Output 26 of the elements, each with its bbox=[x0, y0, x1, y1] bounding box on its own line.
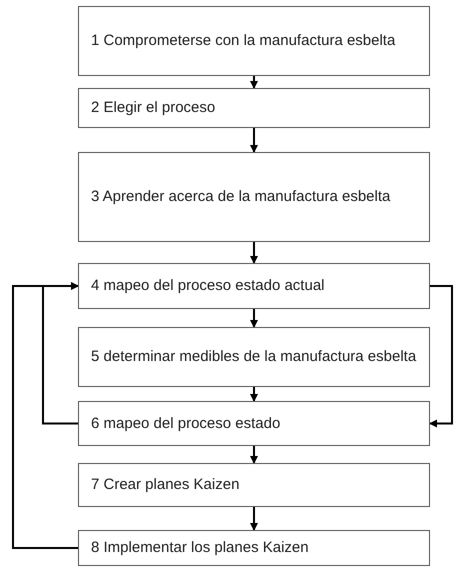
arrow bbox=[42, 282, 79, 424]
step-text: 1 Comprometerse con la manufactura esbelta bbox=[91, 31, 396, 51]
process-box bbox=[78, 6, 430, 76]
process-box bbox=[78, 463, 430, 507]
arrow bbox=[250, 507, 258, 531]
arrow bbox=[250, 76, 258, 89]
step-text: 3 Aprender acerca de la manufactura esbelta bbox=[91, 187, 392, 207]
arrow bbox=[250, 309, 258, 328]
process-box bbox=[78, 401, 430, 446]
arrow bbox=[250, 446, 258, 464]
process-box bbox=[78, 530, 430, 566]
step-text: 8 Implementar los planes Kaizen bbox=[91, 538, 310, 558]
process-box bbox=[78, 88, 430, 128]
arrow bbox=[429, 285, 453, 428]
step-text: 7 Crear planes Kaizen bbox=[91, 475, 240, 495]
process-box bbox=[78, 327, 430, 387]
process-box bbox=[78, 263, 430, 309]
arrow bbox=[250, 128, 258, 153]
arrow bbox=[250, 242, 258, 264]
process-box bbox=[78, 152, 430, 242]
step-text: 6 mapeo del proceso estado bbox=[91, 414, 282, 434]
arrow bbox=[12, 282, 79, 549]
step-text: 5 determinar medibles de la manufactura esbelta bbox=[91, 347, 417, 367]
step-text: 4 mapeo del proceso estado actual bbox=[91, 276, 326, 296]
step-text: 2 Elegir el proceso bbox=[91, 98, 216, 118]
arrow bbox=[250, 387, 258, 402]
